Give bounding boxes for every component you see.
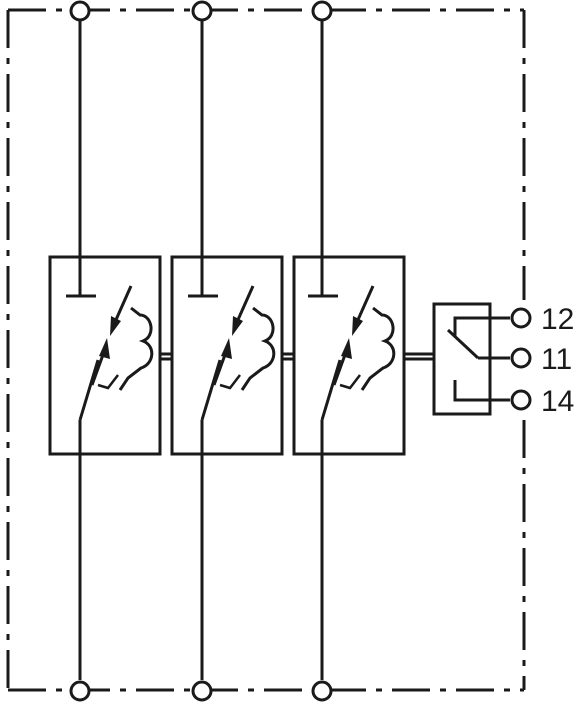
- terminal-bottom-2[interactable]: [191, 680, 213, 702]
- contact-nc-path: [453, 316, 510, 336]
- blade-hook-1: [97, 374, 119, 390]
- contact-lever: [446, 328, 480, 360]
- disconnect-blade-3: [320, 359, 342, 421]
- terminal-12[interactable]: [510, 307, 532, 329]
- varistor-arrow-3: [355, 285, 375, 323]
- terminal-top-2[interactable]: [191, 0, 213, 22]
- terminal-top-3[interactable]: [311, 0, 333, 22]
- protection-module-1: [48, 20, 172, 680]
- thermal-coil-2: [240, 306, 276, 391]
- remote-signal-contact: [432, 302, 510, 416]
- terminal-label-12: 12: [541, 303, 574, 336]
- terminal-bottom-3[interactable]: [311, 680, 333, 702]
- terminal-top-1[interactable]: [69, 0, 91, 22]
- disconnect-blade-2: [200, 359, 222, 421]
- terminal-label-14: 14: [541, 385, 574, 418]
- terminal-label-11: 11: [541, 343, 572, 376]
- varistor-arrowhead-2: [232, 316, 243, 336]
- disconnect-blade-1: [78, 359, 100, 421]
- protection-module-3: [292, 20, 434, 680]
- contact-no-path: [453, 380, 510, 402]
- varistor-arrowhead-1: [110, 316, 121, 336]
- varistor-arrow-2: [235, 285, 255, 323]
- terminals: [69, 0, 532, 702]
- varistor-arrowhead-3: [352, 316, 363, 336]
- blade-hook-3: [339, 374, 361, 390]
- thermal-coil-3: [360, 306, 396, 391]
- terminal-bottom-1[interactable]: [69, 680, 91, 702]
- terminal-14[interactable]: [510, 389, 532, 411]
- thermal-coil-1: [118, 306, 154, 391]
- blade-hook-2: [219, 374, 241, 390]
- enclosure-boundary: [6, 8, 526, 692]
- protection-module-2: [170, 20, 294, 680]
- terminal-11[interactable]: [510, 347, 532, 369]
- terminal-labels: 12 11 14: [541, 303, 574, 418]
- varistor-arrow-1: [113, 285, 133, 323]
